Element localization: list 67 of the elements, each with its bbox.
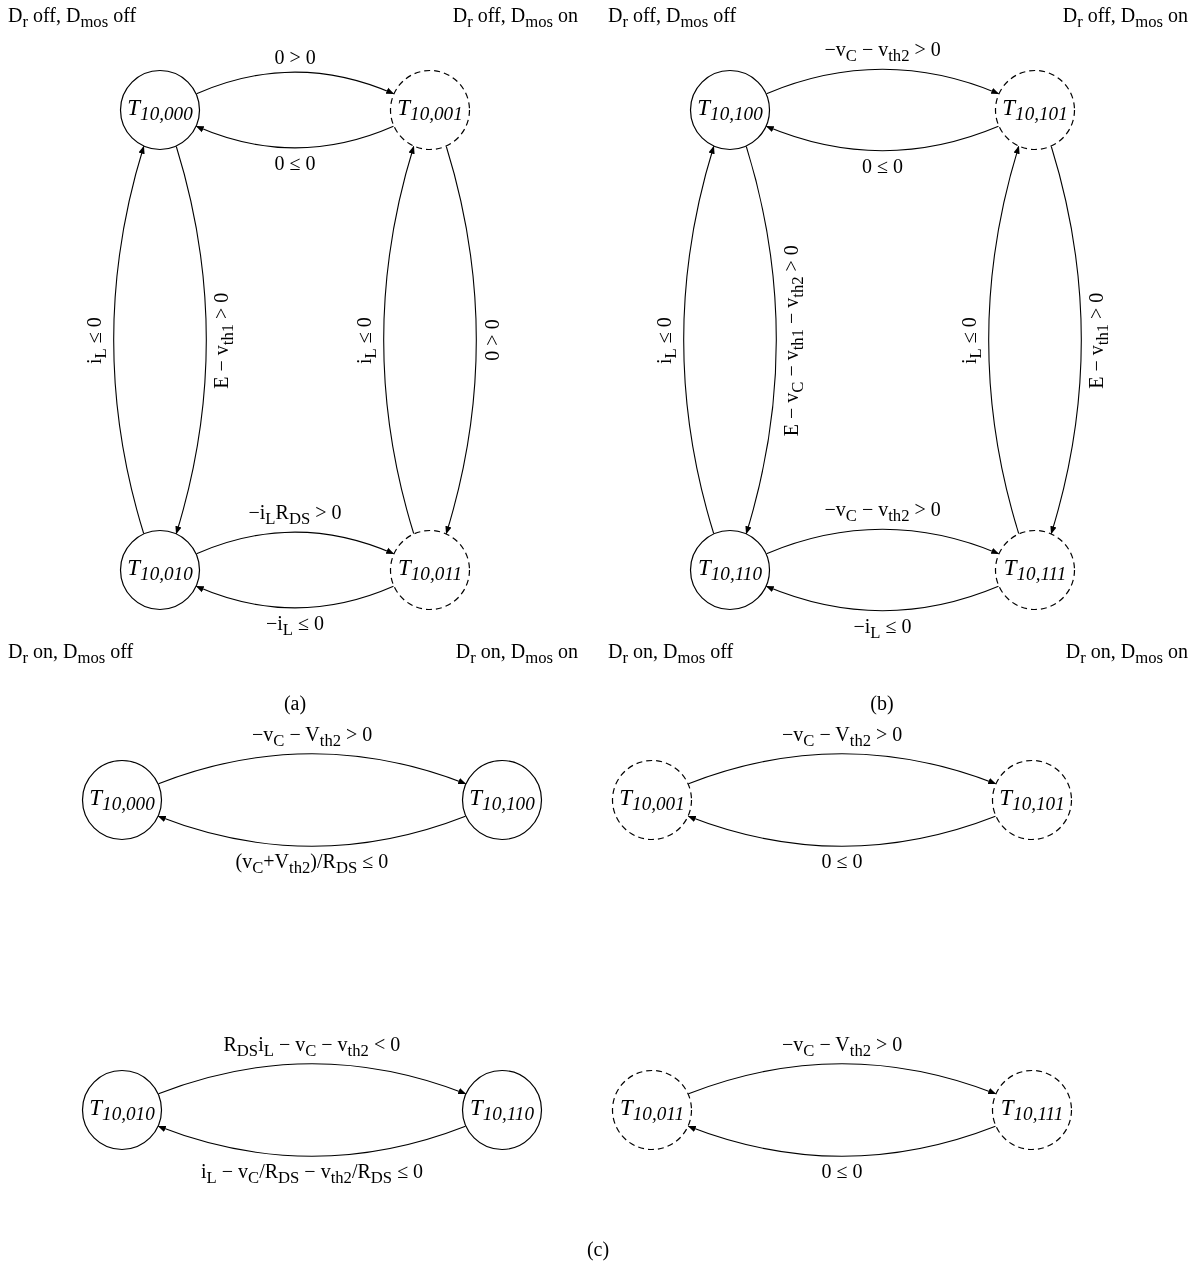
- arrow: [687, 1125, 997, 1157]
- state-caption: D$_{r}$ on, D$_{mos}$ on: [1065, 640, 1188, 668]
- arrow: [195, 531, 395, 555]
- arrow: [765, 68, 1000, 95]
- state-label: T$_{10,111}$: [1003, 554, 1067, 586]
- state-circle: [82, 760, 162, 840]
- state-circle: [390, 70, 470, 150]
- state-caption: D$_{r}$ on, D$_{mos}$ off: [8, 640, 134, 668]
- arrow: [157, 1125, 467, 1157]
- state-label: T$_{10,001}$: [619, 784, 685, 816]
- state-label: T$_{10,010}$: [89, 1094, 155, 1126]
- state-circle: [992, 760, 1072, 840]
- state-circle: [995, 530, 1075, 610]
- arrow: [157, 815, 467, 847]
- arrow: [175, 145, 207, 535]
- arrow: [113, 145, 145, 535]
- state-circle: [390, 530, 470, 610]
- arrow: [765, 585, 1000, 612]
- state-circle: [992, 1070, 1072, 1150]
- state-circle: [120, 530, 200, 610]
- arrow: [687, 815, 997, 847]
- arrow: [445, 145, 477, 535]
- state-caption: D$_{r}$ on, D$_{mos}$ off: [608, 640, 734, 668]
- arrow: [195, 71, 395, 95]
- arrow: [687, 1063, 997, 1095]
- arrow: [157, 753, 467, 785]
- state-label: T$_{10,010}$: [127, 554, 193, 586]
- state-circle: [612, 760, 692, 840]
- state-caption: D$_{r}$ off, D$_{mos}$ off: [608, 4, 737, 32]
- state-circle: [690, 530, 770, 610]
- state-circle: [995, 70, 1075, 150]
- state-caption: D$_{r}$ off, D$_{mos}$ on: [452, 4, 578, 32]
- state-circle: [82, 1070, 162, 1150]
- arrow: [195, 125, 395, 149]
- panel-label: (a): [283, 692, 307, 715]
- state-label: T$_{10,101}$: [1002, 94, 1068, 126]
- state-label: T$_{10,011}$: [397, 554, 463, 586]
- arrow: [683, 145, 715, 535]
- state-label: T$_{10,110}$: [697, 554, 763, 586]
- state-label: T$_{10,011}$: [619, 1094, 685, 1126]
- arrow: [1050, 145, 1082, 535]
- arrow: [687, 753, 997, 785]
- panel-label: (b): [870, 692, 894, 715]
- state-label: T$_{10,111}$: [1000, 1094, 1064, 1126]
- state-label: T$_{10,001}$: [397, 94, 463, 126]
- state-circle: [690, 70, 770, 150]
- state-circle: [462, 760, 542, 840]
- state-label: T$_{10,000}$: [127, 94, 193, 126]
- state-caption: D$_{r}$ on, D$_{mos}$ on: [455, 640, 578, 668]
- arrow: [195, 585, 395, 609]
- arrow: [765, 528, 1000, 555]
- state-label: T$_{10,100}$: [697, 94, 763, 126]
- arrow: [765, 125, 1000, 152]
- state-circle: [612, 1070, 692, 1150]
- arrow: [157, 1063, 467, 1095]
- arrow: [745, 145, 777, 535]
- state-label: T$_{10,100}$: [469, 784, 535, 816]
- panel-label: (c): [586, 1238, 610, 1261]
- state-caption: D$_{r}$ off, D$_{mos}$ off: [8, 4, 137, 32]
- arrow: [988, 145, 1020, 535]
- state-circle: [120, 70, 200, 150]
- state-label: T$_{10,110}$: [469, 1094, 535, 1126]
- arrow: [383, 145, 415, 535]
- state-caption: D$_{r}$ off, D$_{mos}$ on: [1062, 4, 1188, 32]
- state-circle: [462, 1070, 542, 1150]
- state-label: T$_{10,000}$: [89, 784, 155, 816]
- state-label: T$_{10,101}$: [999, 784, 1065, 816]
